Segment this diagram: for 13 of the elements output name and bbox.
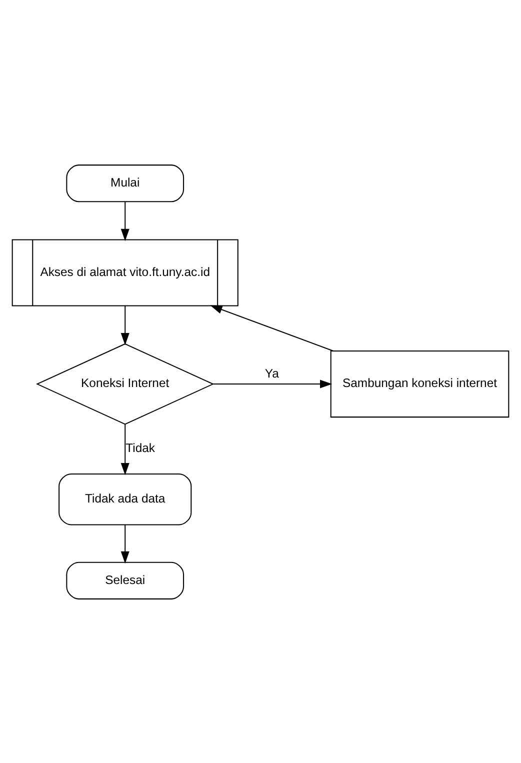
arrow (120, 424, 130, 475)
node-box: Sambungan koneksi internet (330, 350, 510, 418)
node-box: Mulai (66, 164, 184, 202)
arrow (120, 305, 130, 345)
edge-label: Tidak (126, 440, 156, 455)
arrow (213, 379, 332, 388)
edge-label: Ya (264, 366, 279, 380)
arrow (210, 304, 334, 351)
node-box: Selesai (66, 561, 184, 599)
arrow (120, 202, 130, 241)
node-box: Tidak ada data (58, 472, 192, 525)
arrow (120, 524, 130, 564)
node-diamond: Koneksi Internet (36, 342, 214, 424)
